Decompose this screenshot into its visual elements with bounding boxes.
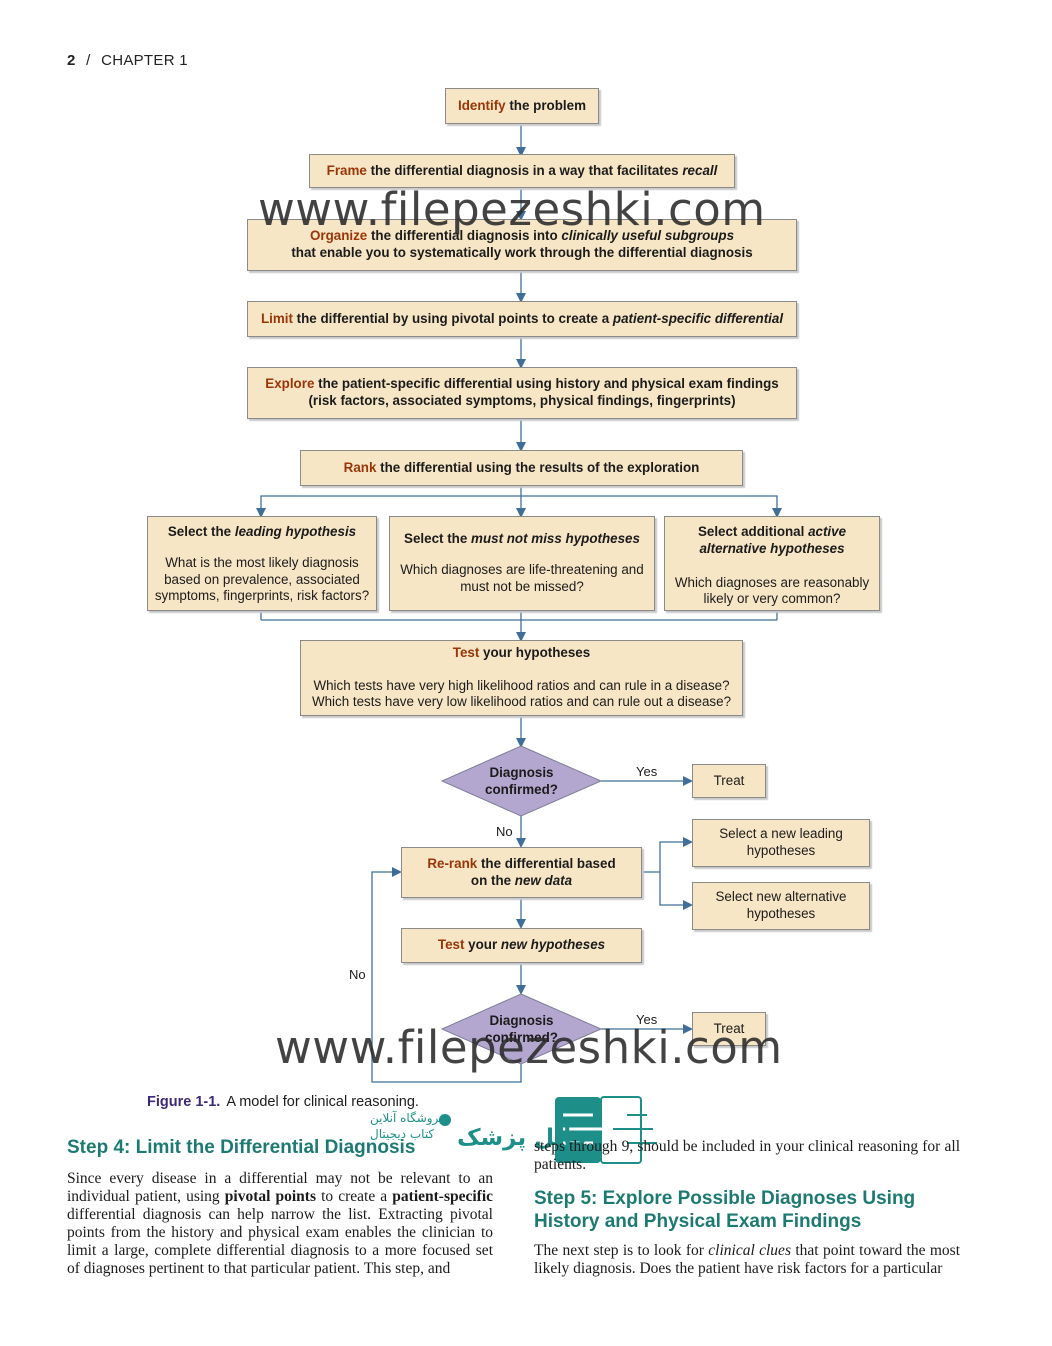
- kw-test: Test: [452, 644, 480, 660]
- kw-explore: Explore: [265, 376, 315, 392]
- step4-text-1: Since every disease in a differential ma…: [67, 1170, 493, 1205]
- text-rank: the differential using the results of th…: [376, 459, 700, 475]
- logo-graphic: [439, 1096, 657, 1164]
- kw-test-new: Test: [437, 937, 465, 953]
- box-must-not-miss: Select the must not miss hypotheses Whic…: [389, 516, 655, 611]
- text-organize: the differential diagnosis into: [367, 228, 562, 244]
- leading-title-pre: Select the: [167, 524, 235, 539]
- paragraph-step5: The next step is to look for clinical cl…: [534, 1242, 960, 1278]
- watermark-bottom: www.filepezeshki.com: [275, 1021, 783, 1074]
- step4-text-2: to create a: [316, 1188, 393, 1205]
- kw-limit: Limit: [260, 310, 293, 326]
- em-frame: recall: [682, 162, 718, 178]
- text-test-line3: Which tests have very low likelihood rat…: [311, 694, 732, 710]
- figure-caption-text: A model for clinical reasoning.: [226, 1094, 419, 1110]
- text-test-new: your: [464, 937, 501, 953]
- figure-label: Figure 1-1.: [147, 1094, 221, 1110]
- arrow-loop-back: [371, 867, 522, 1083]
- active-title-em: active alternative hypotheses: [699, 524, 847, 556]
- active-desc: Which diagnoses are reasonably likely or…: [674, 574, 870, 607]
- box-frame: Frame the differential diagnosis in a wa…: [309, 154, 735, 188]
- logo-line2: کتاب دیجیتال: [370, 1127, 435, 1141]
- diamond-shape-1: [440, 745, 603, 817]
- box-active-alternative: Select additional active alternative hyp…: [664, 516, 880, 611]
- box-identify: Identify the problem: [445, 88, 599, 124]
- box-leading-hypothesis: Select the leading hypothesis What is th…: [147, 516, 377, 611]
- box-explore: Explore the patient-specific differentia…: [247, 367, 797, 419]
- header-separator: /: [86, 52, 91, 69]
- arrow-rank-leading: [256, 495, 521, 518]
- active-title-pre: Select additional: [697, 524, 809, 539]
- step4-bold-1: pivotal points: [224, 1188, 316, 1205]
- text-explore: the patient-specific differential using …: [314, 376, 779, 392]
- kw-rerank: Re-rank: [427, 855, 478, 871]
- label-no-1: No: [496, 824, 513, 839]
- mustnotmiss-desc: Which diagnoses are life-threatening and…: [400, 562, 644, 594]
- text-limit: the differential by using pivotal points…: [292, 310, 613, 326]
- step5-text-2: that point toward the most likely diagno…: [534, 1242, 960, 1277]
- label-no-2: No: [349, 967, 366, 982]
- page-number: 2: [67, 52, 76, 69]
- box-new-leading: Select a new leading hypotheses: [692, 819, 870, 867]
- logo-line1: فروشگاه آنلاین: [370, 1111, 445, 1125]
- label-yes-2: Yes: [636, 1012, 658, 1027]
- rerank-line2-em: new data: [514, 872, 573, 888]
- diamond-shape-2: [440, 993, 603, 1065]
- box-test-new: Test your new hypotheses: [401, 928, 642, 963]
- arrow-rerank-newleading: [659, 837, 693, 872]
- step5-italic-1: clinical clues: [708, 1242, 791, 1259]
- site-logo: فروشگاه آنلاین کتاب دیجیتال فایل پزشک: [365, 1095, 665, 1175]
- step4-bold-2: patient-specific: [392, 1188, 494, 1205]
- logo-brand: فایل پزشک: [457, 1125, 587, 1151]
- label-yes-1: Yes: [636, 764, 658, 779]
- leading-desc: What is the most likely diagnosis based …: [154, 554, 370, 604]
- paragraph-steps-through: steps through 9, should be included in y…: [534, 1138, 960, 1173]
- box-organize: Organize the differential diagnosis into…: [247, 219, 797, 271]
- watermark-top: www.filepezeshki.com: [258, 183, 766, 236]
- kw-frame: Frame: [326, 162, 367, 178]
- heading-step5: Step 5: Explore Possible Diagnoses Using…: [534, 1188, 916, 1232]
- leading-title-em: leading hypothesis: [234, 524, 357, 539]
- diamond-1-label: Diagnosis confirmed?: [485, 765, 558, 798]
- mustnotmiss-title-em: must not miss hypotheses: [471, 531, 640, 547]
- box-rerank: Re-rank the differential based on the ne…: [401, 847, 642, 898]
- text-test: your hypotheses: [479, 644, 591, 660]
- box-new-alternative: Select new alternative hypotheses: [692, 882, 870, 930]
- treat-1-label: Treat: [713, 772, 745, 788]
- em-organize: clinically useful subgroups: [561, 228, 735, 244]
- arrow-rerank-newalt: [659, 872, 693, 910]
- logo-plus-icon: [439, 1114, 451, 1126]
- text-organize-line2: that enable you to systematically work t…: [291, 245, 753, 260]
- step4-text-3: differential diagnosis can help narrow t…: [67, 1206, 493, 1277]
- chapter-label: CHAPTER 1: [101, 52, 188, 69]
- em-test-new: new hypotheses: [500, 937, 606, 953]
- diamond-2-label: Diagnosis confirmed?: [485, 1013, 558, 1046]
- box-treat-1: Treat: [692, 764, 766, 798]
- kw-identify: Identify: [458, 97, 506, 113]
- box-treat-2: Treat: [692, 1012, 766, 1046]
- kw-organize: Organize: [309, 228, 368, 244]
- kw-rank: Rank: [343, 459, 377, 475]
- treat-2-label: Treat: [713, 1020, 745, 1036]
- box-limit: Limit the differential by using pivotal …: [247, 301, 797, 337]
- text-test-line2: Which tests have very high likelihood ra…: [313, 677, 730, 693]
- step5-text-1: The next step is to look for: [534, 1242, 709, 1259]
- arrow-rank-active: [521, 495, 782, 518]
- text-frame: the differential diagnosis in a way that…: [366, 162, 683, 178]
- em-limit: patient-specific differential: [612, 310, 784, 326]
- box-test: Test your hypotheses Which tests have ve…: [300, 640, 743, 716]
- mustnotmiss-title-pre: Select the: [404, 531, 472, 547]
- paragraph-step4: Since every disease in a differential ma…: [67, 1170, 493, 1278]
- rerank-line2-pre: on the: [470, 872, 515, 888]
- text-explore-line2: (risk factors, associated symptoms, phys…: [308, 393, 736, 408]
- new-leading-label: Select a new leading hypotheses: [719, 826, 843, 858]
- figure-caption: Figure 1-1. A model for clinical reasonin…: [147, 1094, 419, 1110]
- page-header: 2 / CHAPTER 1: [67, 52, 188, 69]
- heading-step4: Step 4: Limit the Differential Diagnosis: [67, 1137, 416, 1158]
- new-alt-label: Select new alternative hypotheses: [715, 889, 847, 921]
- box-rank: Rank the differential using the results …: [300, 450, 743, 486]
- text-identify: the problem: [505, 97, 586, 113]
- text-rerank: the differential based: [477, 855, 616, 871]
